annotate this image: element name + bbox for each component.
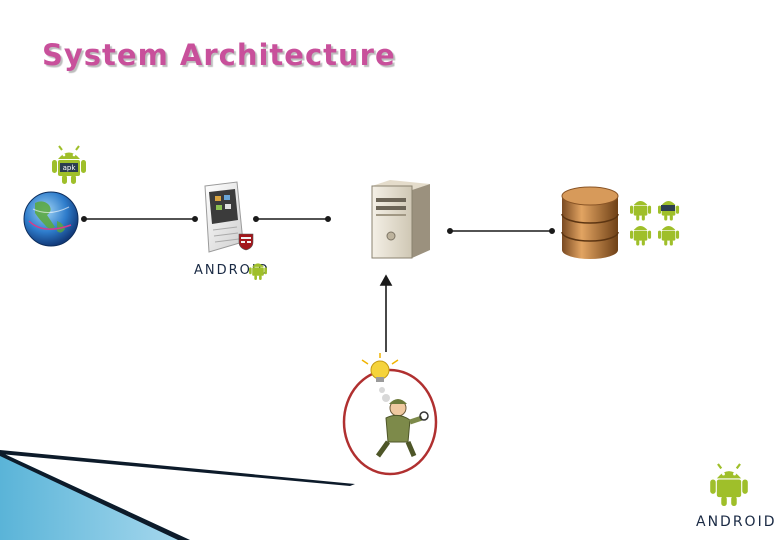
android-wordmark: ANDROID <box>194 263 270 278</box>
user-with-lightbulb-icon <box>342 353 438 476</box>
android-logo-icon <box>710 463 748 506</box>
university-shield-icon <box>238 233 254 251</box>
android-wordmark-footer: ANDROID <box>696 514 777 530</box>
apk-label: apk <box>63 164 77 172</box>
globe-icon <box>23 191 79 247</box>
decorative-wedge <box>0 450 355 540</box>
android-robot-group-icon <box>630 201 680 246</box>
database-icon <box>561 186 619 259</box>
android-apk-icon: apk <box>52 145 86 184</box>
slide-title: System Architecture <box>42 38 396 72</box>
android-robot-icon <box>249 263 267 280</box>
server-tower-icon <box>371 180 430 259</box>
smartphone-icon <box>204 181 244 253</box>
